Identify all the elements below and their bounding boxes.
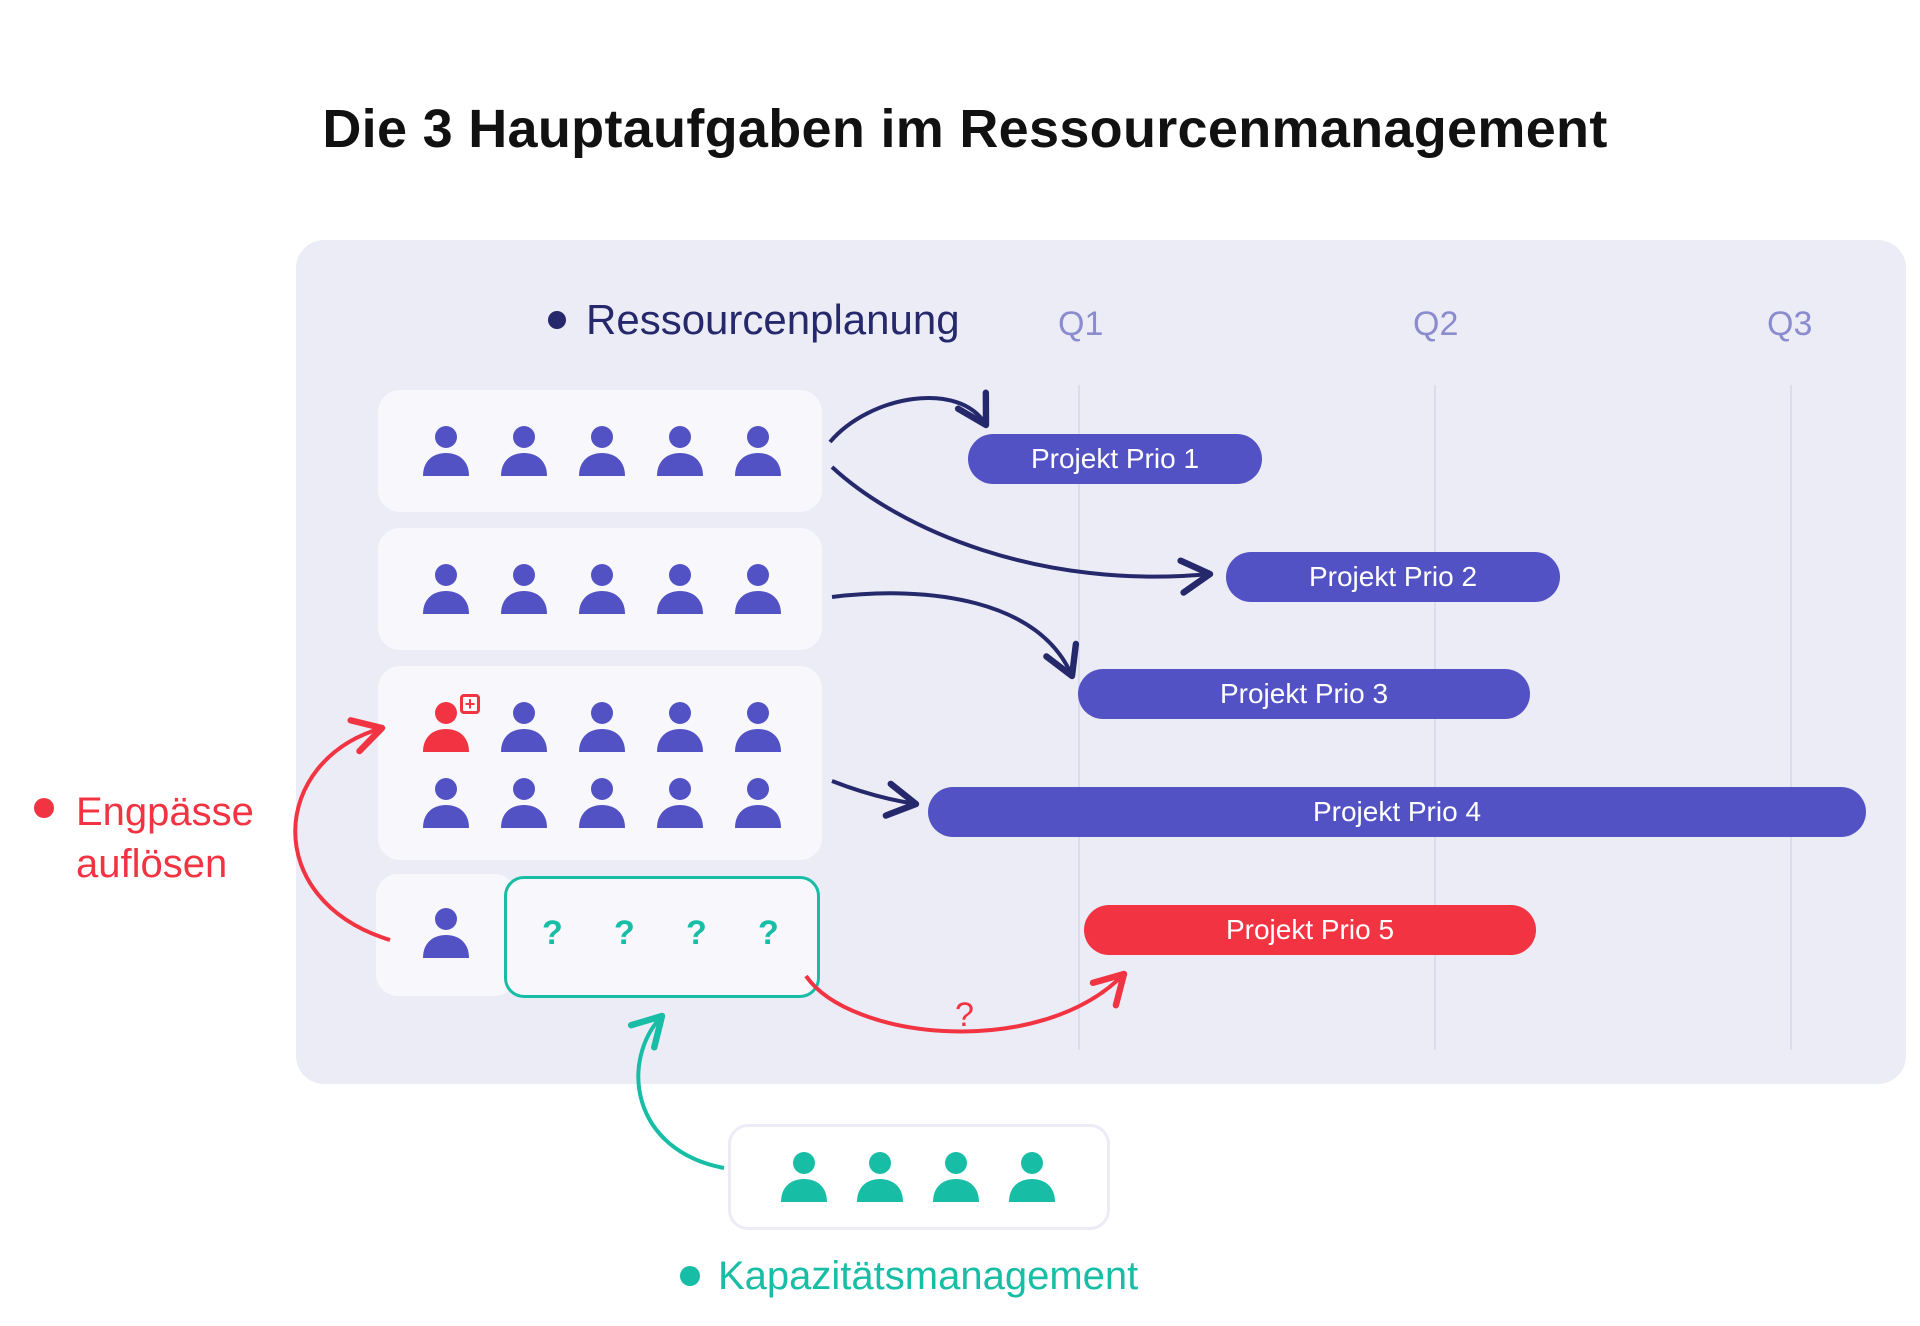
arrow-capacity-to-gap bbox=[627, 1012, 725, 1170]
available-person-icon bbox=[933, 1152, 979, 1202]
planning-dot-icon bbox=[548, 311, 566, 329]
team-group-1 bbox=[378, 390, 822, 512]
bottleneck-dot-icon bbox=[34, 798, 54, 818]
quarter-gridline-q1 bbox=[1078, 385, 1080, 1050]
person-icon bbox=[735, 702, 781, 752]
person-icon bbox=[579, 702, 625, 752]
person-icon bbox=[657, 426, 703, 476]
person-icon bbox=[735, 564, 781, 614]
bottleneck-label-line2: auflösen bbox=[76, 842, 228, 886]
project-bar-4: Projekt Prio 4 bbox=[928, 787, 1866, 837]
person-icon bbox=[657, 778, 703, 828]
unknown-resource-mark: ? bbox=[686, 914, 707, 952]
project-bar-3: Projekt Prio 3 bbox=[1078, 669, 1530, 719]
bottleneck-label-line1: Engpässe bbox=[76, 790, 254, 834]
person-icon bbox=[735, 426, 781, 476]
arrow-to-project-1 bbox=[828, 389, 990, 444]
quarter-gridline-q3 bbox=[1790, 385, 1792, 1050]
unknown-resource-mark: ? bbox=[542, 914, 563, 952]
available-person-icon bbox=[781, 1152, 827, 1202]
person-icon bbox=[657, 564, 703, 614]
available-person-icon bbox=[857, 1152, 903, 1202]
available-person-icon bbox=[1009, 1152, 1055, 1202]
person-icon bbox=[579, 564, 625, 614]
quarter-label-q2: Q2 bbox=[1413, 305, 1459, 343]
person-icon bbox=[423, 908, 469, 958]
unknown-resource-mark: ? bbox=[614, 914, 635, 952]
arrow-resolve-bottleneck bbox=[293, 717, 391, 942]
person-icon bbox=[501, 702, 547, 752]
person-icon bbox=[579, 426, 625, 476]
resource-planning-text: Ressourcenplanung bbox=[586, 296, 960, 343]
person-icon bbox=[423, 426, 469, 476]
person-icon bbox=[501, 564, 547, 614]
person-icon bbox=[423, 564, 469, 614]
team-group-2 bbox=[378, 528, 822, 650]
resource-planning-label: Ressourcenplanung bbox=[548, 296, 960, 344]
arrow-question-to-project-5 bbox=[804, 970, 1128, 1034]
arrow-question-mark: ? bbox=[955, 996, 974, 1034]
project-bar-2: Projekt Prio 2 bbox=[1226, 552, 1560, 602]
bottleneck-label: Engpässe auflösen bbox=[76, 786, 254, 890]
project-bar-5: Projekt Prio 5 bbox=[1084, 905, 1536, 955]
person-icon bbox=[423, 778, 469, 828]
project-bar-1: Projekt Prio 1 bbox=[968, 434, 1262, 484]
page-title: Die 3 Hauptaufgaben im Ressourcenmanagem… bbox=[322, 99, 1608, 159]
capacity-label: Kapazitätsmanagement bbox=[718, 1254, 1139, 1298]
capacity-gap-box bbox=[504, 876, 820, 998]
person-icon bbox=[579, 778, 625, 828]
unknown-resource-mark: ? bbox=[758, 914, 779, 952]
person-icon bbox=[501, 778, 547, 828]
person-icon bbox=[735, 778, 781, 828]
person-icon bbox=[501, 426, 547, 476]
medical-cross-icon: + bbox=[460, 694, 480, 714]
quarter-label-q1: Q1 bbox=[1058, 305, 1104, 343]
arrow-to-project-2 bbox=[830, 465, 1214, 596]
capacity-pool-box bbox=[728, 1124, 1110, 1230]
person-icon bbox=[657, 702, 703, 752]
arrow-to-project-4 bbox=[831, 779, 920, 819]
capacity-dot-icon bbox=[680, 1266, 700, 1286]
arrow-to-project-3 bbox=[831, 591, 1080, 680]
sick-person-icon bbox=[423, 702, 469, 752]
quarter-label-q3: Q3 bbox=[1767, 305, 1813, 343]
